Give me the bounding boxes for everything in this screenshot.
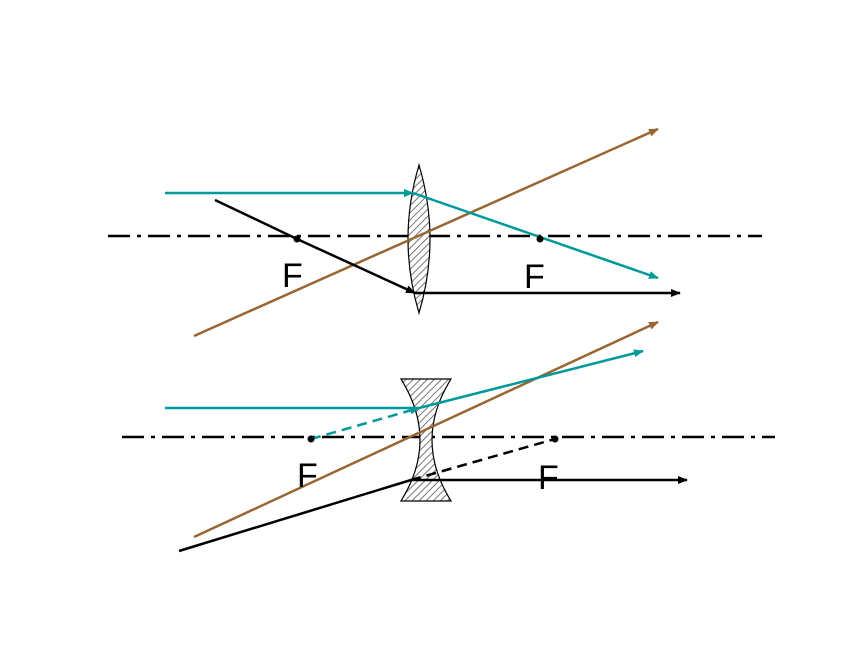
ray-black-bottom-incoming (178, 478, 412, 553)
converging-lens (407, 162, 431, 316)
ray-teal-bottom-refracted (418, 349, 644, 410)
focal-point-right-top (536, 235, 544, 243)
converging-lens-diagram: F F (108, 127, 762, 338)
focus-label-right-top: F (524, 258, 545, 296)
ray-brown-bottom (193, 320, 659, 539)
ray-brown-top (193, 127, 659, 338)
diverging-lens (399, 378, 453, 502)
focus-label-right-bottom: F (538, 459, 559, 497)
focal-point-left-top (293, 235, 301, 243)
focus-label-left-bottom: F (297, 457, 318, 495)
ray-black-top (214, 198, 416, 295)
ray-black-bottom-virtual (410, 437, 556, 482)
focal-point-right-bottom (551, 435, 559, 443)
diverging-lens-diagram: F F (122, 320, 775, 553)
ray-teal-bottom-virtual (310, 406, 420, 441)
ray-teal-top-refracted (412, 191, 659, 280)
focal-point-left-bottom (307, 435, 315, 443)
focus-label-left-top: F (282, 257, 303, 295)
